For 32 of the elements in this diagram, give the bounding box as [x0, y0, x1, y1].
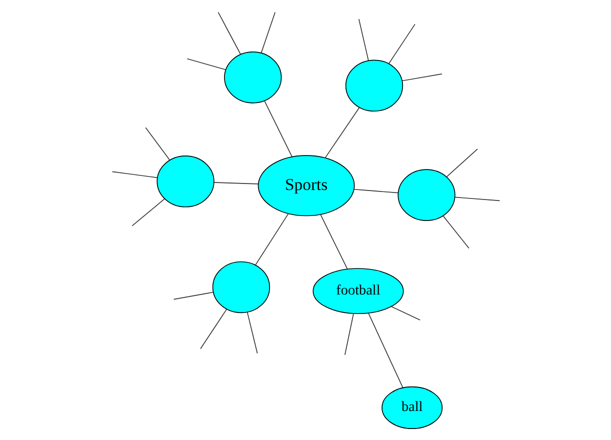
connector: [390, 306, 420, 320]
connector: [324, 107, 360, 158]
connector: [172, 292, 214, 300]
connector: [454, 196, 500, 202]
connector: [353, 188, 398, 194]
connector: [217, 12, 240, 55]
node-circle: [224, 52, 282, 104]
connector: [131, 198, 164, 226]
connector: [260, 12, 276, 54]
node-circle: [156, 156, 214, 208]
connector: [368, 312, 403, 388]
connector: [442, 216, 469, 249]
node-circle: [344, 60, 403, 112]
connector: [358, 18, 368, 62]
connector: [320, 214, 348, 270]
connector: [446, 148, 478, 178]
connector: [254, 213, 288, 266]
connector: [144, 127, 170, 160]
connector: [200, 308, 227, 350]
node-ellipse: football: [312, 268, 404, 314]
connector: [388, 24, 415, 64]
connector: [264, 100, 292, 158]
connector: [246, 312, 258, 354]
connector: [344, 313, 354, 356]
node-ellipse: Sports: [257, 155, 354, 216]
node-circle: [212, 261, 270, 314]
node-circle: [397, 169, 455, 221]
node-ellipse: ball: [381, 386, 442, 430]
connector: [111, 171, 158, 178]
connector: [186, 58, 226, 70]
connector: [401, 73, 442, 82]
connector: [213, 182, 258, 184]
